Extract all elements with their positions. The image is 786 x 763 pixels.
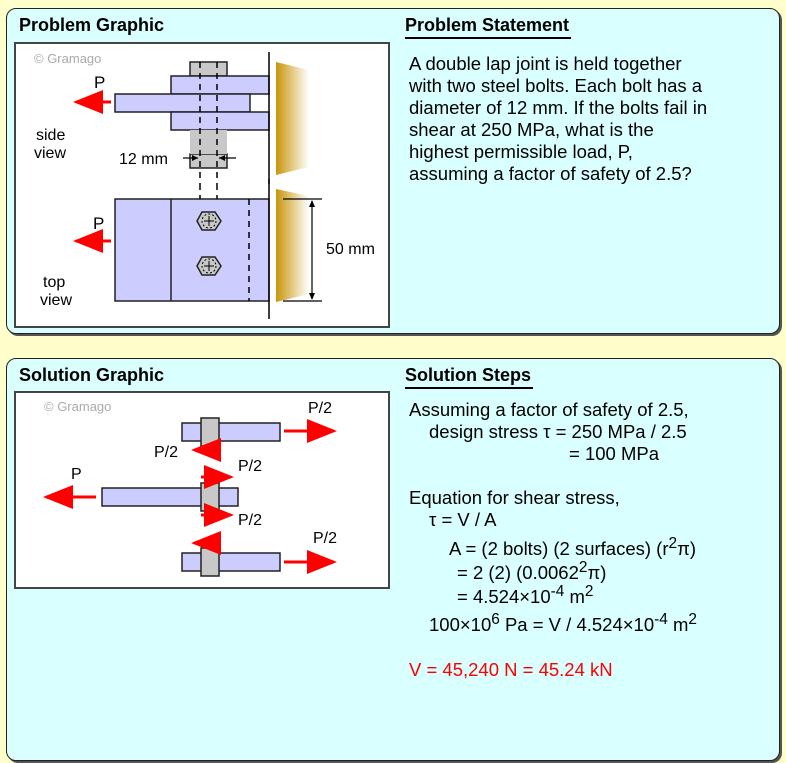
middle-plate (114, 93, 251, 113)
bolt-icon (196, 256, 222, 276)
bottom-plate-fbd: P/2 (181, 530, 337, 577)
final-answer: V = 45,240 N = 45.24 kN (409, 659, 613, 680)
bolt-head (189, 61, 228, 77)
solution-diagram: © Gramago P/2 P/2 P P/2 P/2 (43, 399, 337, 577)
shear-label: P/2 (238, 458, 262, 475)
problem-statement-title: Problem Statement (405, 15, 572, 39)
problem-graphic: © Gramago P side view 12 mm (14, 42, 390, 328)
force-label: P (93, 214, 104, 233)
solution-step: = 2 (2) (0.00622π) (457, 559, 607, 584)
solution-step (409, 465, 697, 487)
statement-line: diameter of 12 mm. If the bolts fail in (409, 97, 708, 118)
bolt-nut (189, 153, 228, 169)
shear-label: P/2 (238, 512, 262, 529)
copyright-text: © Gramago (34, 51, 101, 66)
solution-step: design stress τ = 250 MPa / 2.5 (429, 421, 687, 442)
side-view-label: side (36, 127, 65, 144)
statement-line: with two steel bolts. Each bolt has a (409, 75, 703, 96)
shear-label: P/2 (154, 444, 178, 461)
top-plate (170, 75, 270, 95)
statement-line: shear at 250 MPa, what is the (409, 119, 654, 140)
force-label: P/2 (313, 530, 337, 547)
solution-panel: Solution Graphic © Gramago P/2 P/2 (6, 358, 780, 761)
wall (276, 189, 309, 302)
bolt-diameter-label: 12 mm (119, 151, 168, 168)
solution-steps: Assuming a factor of safety of 2.5,desig… (409, 399, 697, 681)
solution-step: Assuming a factor of safety of 2.5, (409, 399, 689, 420)
solution-step: τ = V / A (429, 509, 497, 530)
force-label: P (71, 466, 82, 483)
top-view-diagram: P top view 50 mm (40, 179, 375, 319)
top-plate-fbd: P/2 P/2 (154, 400, 337, 462)
solution-step: 100×106 Pa = V / 4.524×10-4 m2 (429, 611, 697, 636)
solution-graphic: © Gramago P/2 P/2 P P/2 P/2 (14, 391, 390, 589)
width-label: 50 mm (326, 241, 375, 258)
statement-line: A double lap joint is held together (409, 53, 682, 74)
force-label: P/2 (308, 400, 332, 417)
solution-graphic-title: Solution Graphic (19, 365, 165, 385)
middle-plate-fbd: P P/2 P/2 (43, 458, 262, 529)
copyright-text: © Gramago (44, 399, 111, 414)
side-view-diagram: P side view 12 mm (34, 52, 309, 184)
bottom-plate (170, 111, 270, 131)
wall (276, 62, 309, 175)
solution-step: = 4.524×10-4 m2 (457, 583, 594, 608)
solution-step: Equation for shear stress, (409, 487, 620, 508)
problem-diagram: © Gramago P side view 12 mm (34, 51, 375, 319)
top-view-plates (114, 198, 270, 302)
solution-steps-title: Solution Steps (405, 365, 533, 389)
solution-step: = 100 MPa (569, 443, 659, 464)
problem-panel: Problem Graphic © Gramago (6, 8, 780, 334)
top-view-label-2: view (40, 292, 72, 309)
problem-graphic-title: Problem Graphic (19, 15, 165, 35)
top-view-label: top (43, 274, 65, 291)
statement-line: highest permissible load, P, (409, 141, 633, 162)
side-view-label-2: view (34, 145, 66, 162)
force-label: P (94, 73, 105, 92)
statement-line: assuming a factor of safety of 2.5? (409, 163, 692, 184)
solution-step: A = (2 bolts) (2 surfaces) (r2π) (449, 535, 697, 560)
bolt-icon (196, 211, 222, 231)
